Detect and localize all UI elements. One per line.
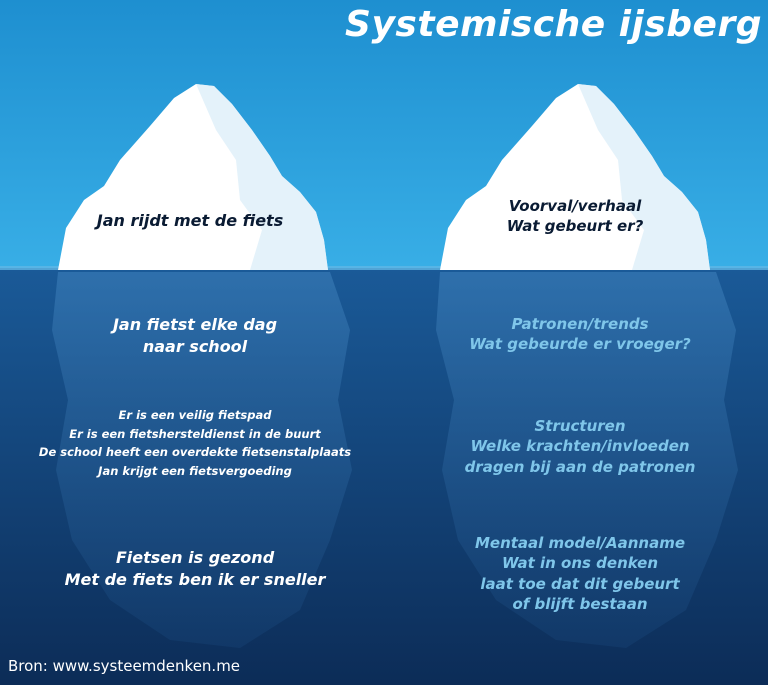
right-mental-models-line: of blijft bestaan (512, 594, 648, 613)
right-tip-text: Voorval/verhaal Wat gebeurt er? (450, 196, 700, 237)
left-underwater-iceberg (52, 272, 352, 648)
waterline (0, 266, 768, 270)
left-patterns-text: Jan fietst elke dag naar school (50, 314, 340, 357)
right-tip-line: Wat gebeurt er? (506, 217, 644, 236)
right-structures-line: Welke krachten/invloeden (470, 437, 690, 456)
right-patterns-text: Patronen/trends Wat gebeurde er vroeger? (440, 314, 720, 355)
left-structures-line: Er is een veilig fietspad (118, 408, 272, 422)
right-mental-models-line: laat toe dat dit gebeurt (480, 574, 680, 593)
left-iceberg-shade (196, 84, 328, 270)
left-structures-line: De school heeft een overdekte fietsensta… (38, 445, 352, 460)
right-patterns-line: Wat gebeurde er vroeger? (469, 335, 691, 354)
right-mental-models-text: Mentaal model/Aanname Wat in ons denken … (440, 533, 720, 614)
left-tip-text: Jan rijdt met de fiets (60, 210, 320, 232)
left-structures-text: Er is een veilig fietspad Er is een fiet… (20, 406, 370, 481)
page-title: Systemische ijsberg (345, 4, 762, 45)
right-structures-line: Structuren (534, 417, 626, 435)
left-mental-models-text: Fietsen is gezond Met de fiets ben ik er… (40, 547, 350, 590)
left-mental-models-line: Met de fiets ben ik er sneller (64, 569, 326, 589)
right-tip-line: Voorval/verhaal (508, 197, 642, 215)
source-credit: Bron: www.systeemdenken.me (8, 657, 241, 675)
right-structures-line: dragen bij aan de patronen (464, 457, 696, 476)
right-patterns-line: Patronen/trends (511, 315, 649, 333)
left-tip-line: Jan rijdt met de fiets (96, 211, 284, 230)
right-mental-models-line: Wat in ons denken (501, 554, 659, 573)
left-structures-line: Jan krijgt een fietsvergoeding (98, 463, 292, 478)
right-structures-text: Structuren Welke krachten/invloeden drag… (430, 416, 730, 477)
right-iceberg-shade (578, 84, 710, 270)
left-patterns-line: naar school (142, 336, 248, 356)
left-patterns-line: Jan fietst elke dag (112, 315, 278, 334)
left-mental-models-line: Fietsen is gezond (115, 548, 275, 567)
right-mental-models-line: Mentaal model/Aanname (474, 534, 686, 552)
right-underwater-iceberg (436, 272, 738, 648)
left-structures-line: Er is een fietshersteldienst in de buurt (69, 426, 321, 441)
